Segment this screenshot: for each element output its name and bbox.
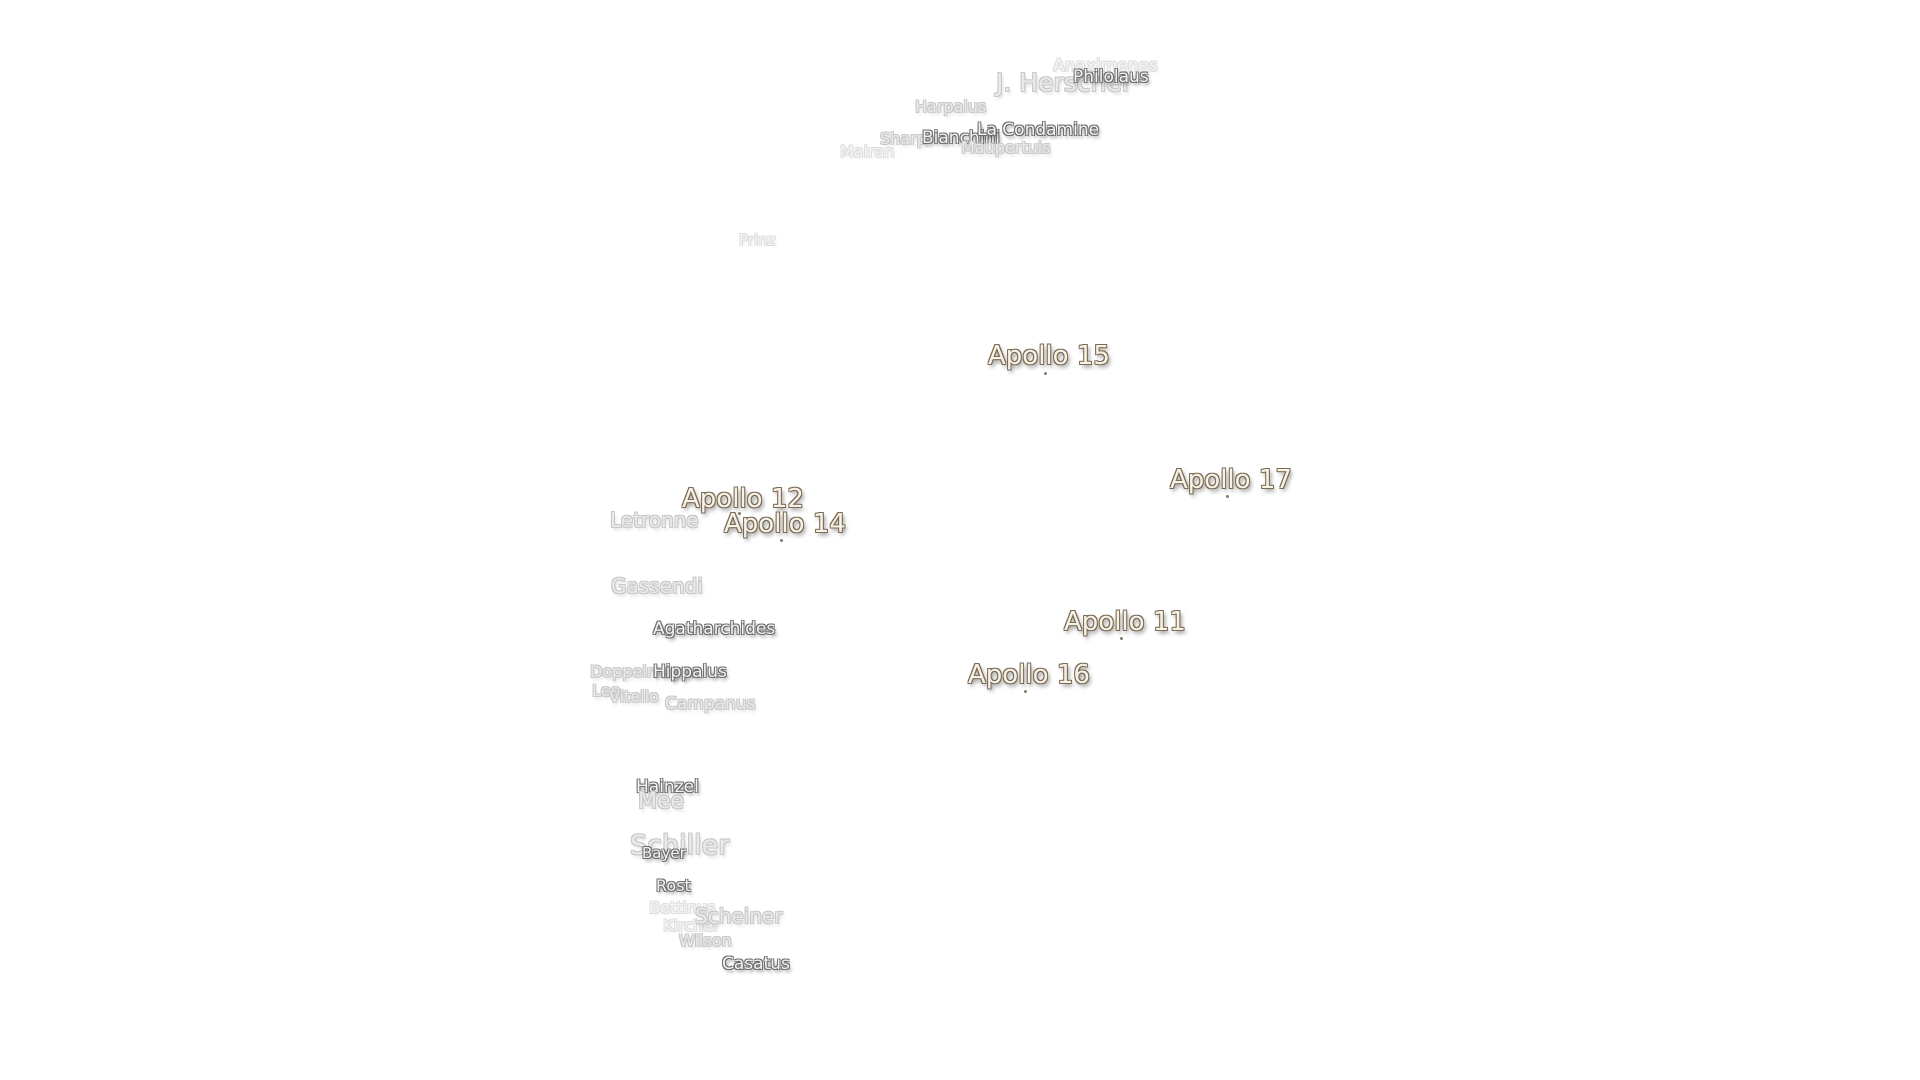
crater-label-mee[interactable]: Mee xyxy=(638,789,685,814)
crater-label-mairan[interactable]: Mairan xyxy=(840,142,895,161)
apollo-site-label-17[interactable]: Apollo 17 xyxy=(1170,465,1292,495)
crater-label-casatus[interactable]: Casatus xyxy=(722,954,790,974)
landing-site-marker-apollo-17[interactable] xyxy=(1226,495,1229,498)
crater-label-anaximenes[interactable]: Anaximenes xyxy=(1053,56,1158,76)
landing-site-marker-apollo-16[interactable] xyxy=(1024,690,1027,693)
apollo-site-label-16[interactable]: Apollo 16 xyxy=(968,660,1090,690)
crater-label-bianchini[interactable]: Bianchini xyxy=(922,128,1000,148)
crater-label-prinz[interactable]: Prinz xyxy=(739,231,776,249)
crater-label-lee[interactable]: Lee xyxy=(592,681,621,700)
crater-label-bettinus[interactable]: Bettinus xyxy=(649,898,716,917)
landing-site-marker-apollo-15[interactable] xyxy=(1044,372,1047,375)
crater-label-campanus[interactable]: Campanus xyxy=(665,694,756,714)
crater-label-agatharchides[interactable]: Agatharchides xyxy=(653,619,776,639)
crater-label-hippalus[interactable]: Hippalus xyxy=(653,662,727,682)
crater-label-sharp[interactable]: Sharp xyxy=(880,129,927,148)
landing-site-marker-apollo-14[interactable] xyxy=(780,539,783,542)
apollo-site-label-15[interactable]: Apollo 15 xyxy=(988,341,1110,371)
crater-label-philolaus[interactable]: Philolaus xyxy=(1073,67,1149,87)
crater-label-vitello[interactable]: Vitello xyxy=(609,687,659,706)
landing-site-marker-apollo-11[interactable] xyxy=(1120,637,1123,640)
apollo-site-label-14[interactable]: Apollo 14 xyxy=(724,509,846,539)
crater-label-doppelmayer[interactable]: Doppelmayer xyxy=(590,662,698,681)
crater-label-hainzel[interactable]: Hainzel xyxy=(636,777,699,797)
crater-label-j-herschel[interactable]: J. Herschel xyxy=(996,68,1129,97)
apollo-site-label-12[interactable]: Apollo 12 xyxy=(682,484,804,514)
crater-label-letronne[interactable]: Letronne xyxy=(610,508,699,532)
apollo-site-label-11[interactable]: Apollo 11 xyxy=(1064,607,1186,637)
landing-site-marker-apollo-12[interactable] xyxy=(738,512,741,515)
crater-label-wilson[interactable]: Wilson xyxy=(679,931,732,950)
crater-label-scheiner[interactable]: Scheiner xyxy=(695,904,783,928)
crater-label-harpalus[interactable]: Harpalus xyxy=(915,97,987,116)
crater-label-gassendi[interactable]: Gassendi xyxy=(611,574,703,598)
crater-label-schiller[interactable]: Schiller xyxy=(630,830,730,861)
crater-label-bayer[interactable]: Bayer xyxy=(642,844,686,862)
crater-label-la-condamine[interactable]: La Condamine xyxy=(977,120,1100,140)
crater-label-maupertuis[interactable]: Maupertuis xyxy=(961,138,1051,157)
crater-label-rost[interactable]: Rost xyxy=(656,876,691,895)
crater-label-kircher[interactable]: Kircher xyxy=(663,916,720,935)
